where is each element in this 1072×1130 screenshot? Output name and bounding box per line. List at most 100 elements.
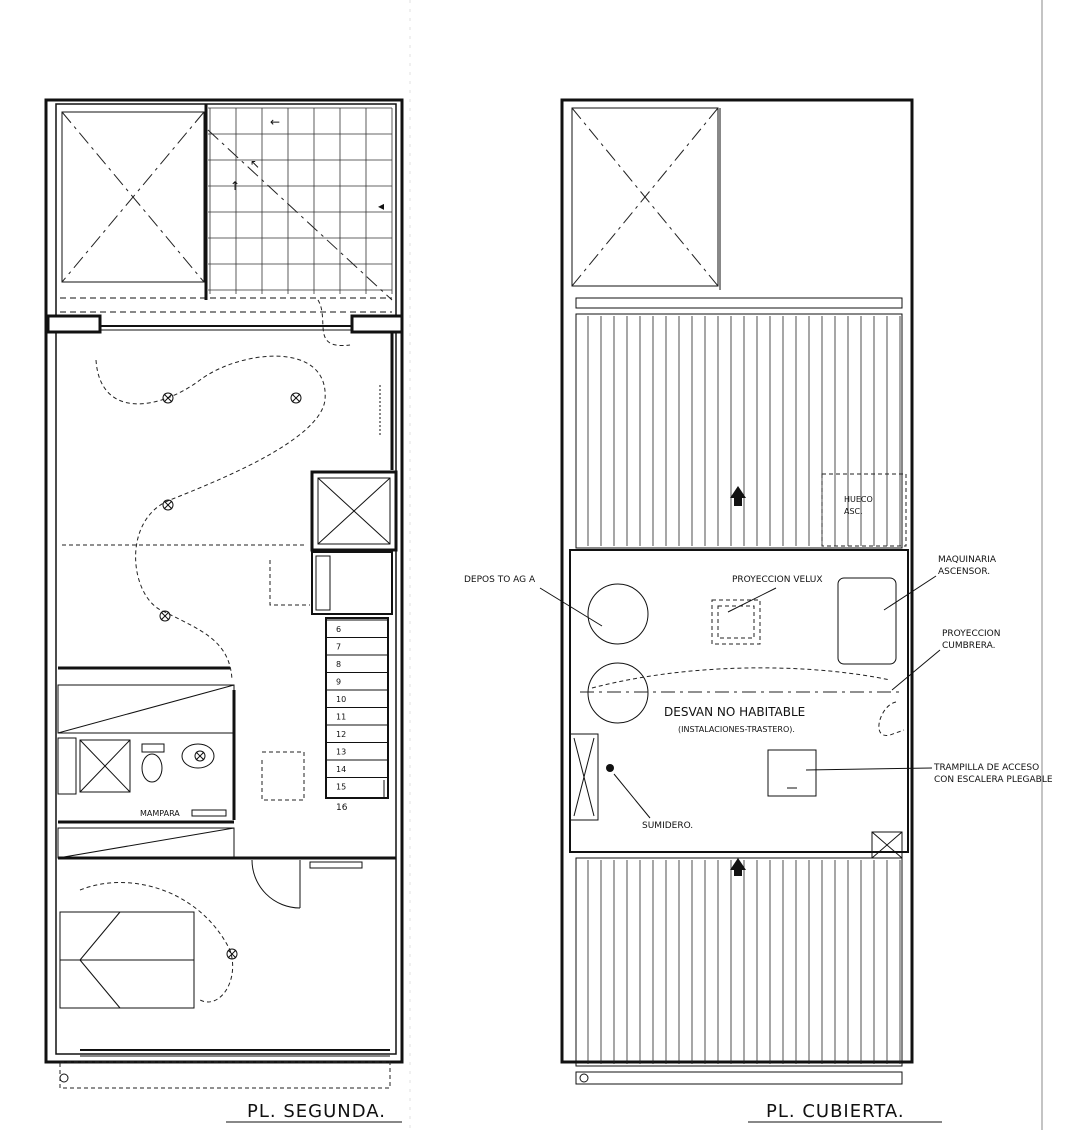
slope-down-arrow — [730, 858, 746, 876]
bottom-balcony — [59, 1061, 391, 1089]
bed-sheet-1 — [79, 911, 121, 961]
mampara-label: MAMPARA — [140, 809, 180, 818]
stair-step-number: 6 — [336, 625, 341, 634]
elevator-x-2 — [317, 477, 391, 545]
stair-step-number: 9 — [336, 678, 341, 687]
ceiling-light-x — [160, 611, 170, 621]
velux-label: PROYECCION VELUX — [732, 575, 823, 585]
closet-box — [311, 551, 393, 615]
ceiling-light-icon — [162, 392, 174, 404]
slope-up-arrow — [730, 486, 746, 506]
toilet-icon — [141, 753, 163, 783]
maquinaria-leader — [883, 575, 937, 611]
ceiling-light-icon — [290, 392, 302, 404]
light-shaft — [61, 111, 205, 283]
closet-door — [315, 555, 331, 611]
velux-inner — [717, 605, 755, 639]
balcony-drain — [59, 1073, 69, 1083]
stair-step-number: 14 — [336, 765, 346, 774]
electrical-circuit-6 — [269, 560, 310, 606]
wall-pier-left — [46, 314, 102, 334]
terrace-slope-line — [207, 129, 393, 301]
terrace-tile-grid — [208, 107, 393, 294]
wall-pier-right — [350, 314, 404, 334]
storage-rack-diag-2 — [573, 737, 595, 817]
attic-wiring — [591, 667, 891, 689]
ceiling-light-x — [195, 751, 205, 761]
roof-shaft — [571, 107, 719, 287]
bedroom-radiator — [309, 861, 363, 869]
ceiling-light-icon — [194, 750, 206, 762]
right-plan-title: PL. CUBIERTA. — [766, 1101, 905, 1122]
elevator-shaft — [310, 470, 398, 552]
sumidero-leader — [613, 773, 651, 819]
desvan-sub-label: (INSTALACIONES-TRASTERO). — [678, 725, 795, 734]
ceiling-light-icon — [226, 948, 238, 960]
outer-wall — [44, 98, 404, 1064]
hueco-label-2: ASC. — [844, 507, 863, 516]
attic-area — [569, 549, 909, 853]
bed-sheet-2 — [79, 959, 121, 1009]
desvan-label: DESVAN NO HABITABLE — [664, 705, 805, 719]
ceiling-light-x — [163, 393, 173, 403]
cumbrera-label-2: CUMBRERA. — [942, 641, 996, 651]
stair-step-number: 7 — [336, 643, 341, 652]
shower-tray — [79, 739, 131, 793]
elevator-opening — [821, 473, 907, 547]
hueco-label-1: HUECO — [844, 495, 873, 504]
roof-tiles-upper — [587, 316, 901, 546]
roof-shaft-diag-2 — [571, 107, 719, 287]
towel-radiator — [191, 809, 227, 817]
electrical-circuit-1 — [95, 355, 326, 681]
washbasin-icon — [181, 743, 215, 769]
floor-drain — [606, 764, 614, 772]
stair-step-number: 8 — [336, 660, 341, 669]
maquinaria-label-2: ASCENSOR. — [938, 567, 990, 577]
electrical-circuit-4 — [79, 882, 234, 1003]
sumidero-label: SUMIDERO. — [642, 821, 693, 831]
wardrobe-lower-diag — [57, 827, 235, 859]
toilet-tank — [141, 743, 165, 753]
roof-tiles-lower — [587, 860, 901, 1064]
ceiling-light-icon — [162, 499, 174, 511]
roof-gutter-bottom — [575, 1071, 903, 1085]
trampilla-label-1: TRAMPILLA DE ACCESO — [933, 763, 1039, 773]
gutter-drain — [579, 1073, 589, 1083]
deposito-label: DEPOS TO AG A — [464, 575, 536, 585]
cumbrera-label-1: PROYECCION — [942, 629, 1001, 639]
drain-symbol: ◂ — [378, 199, 384, 213]
slope-arrow-diag: ↖ — [250, 157, 260, 171]
storage-rack — [569, 733, 599, 821]
stair-landing — [326, 780, 385, 799]
stair-step-number: 13 — [336, 748, 346, 757]
stair-step-16: 16 — [336, 803, 348, 813]
bedroom-door-swing — [251, 859, 301, 909]
ceiling-light-x — [163, 500, 173, 510]
elevator-cab — [317, 477, 391, 545]
stair-step-number: 11 — [336, 713, 346, 722]
electrical-circuit-5 — [261, 751, 305, 801]
deposito-leader — [539, 587, 603, 627]
bath-shelves — [57, 737, 77, 795]
roof-outer-wall — [560, 98, 914, 1064]
light-fixtures — [159, 392, 302, 960]
slope-arrow-up: ↑ — [230, 179, 240, 193]
ceiling-light-icon — [159, 610, 171, 622]
attic-wiring-2 — [878, 701, 905, 736]
maquinaria-label-1: MAQUINARIA — [938, 555, 997, 565]
trampilla-label-2: CON ESCALERA PLEGABLE — [934, 775, 1053, 785]
velux-leader — [727, 587, 777, 613]
ceiling-light-x — [227, 949, 237, 959]
stair-step-number: 10 — [336, 695, 346, 704]
ceiling-light-x — [291, 393, 301, 403]
roof-slope-lower — [575, 857, 903, 1067]
vent-x-2 — [871, 831, 903, 859]
trampilla-leader — [805, 767, 933, 771]
stair-step-number: 15 — [336, 783, 346, 792]
slope-arrow-left: ← — [270, 115, 280, 129]
shaft-diagonal-2 — [61, 111, 205, 283]
roof-gutter-top — [575, 297, 903, 309]
access-hatch — [767, 749, 817, 797]
